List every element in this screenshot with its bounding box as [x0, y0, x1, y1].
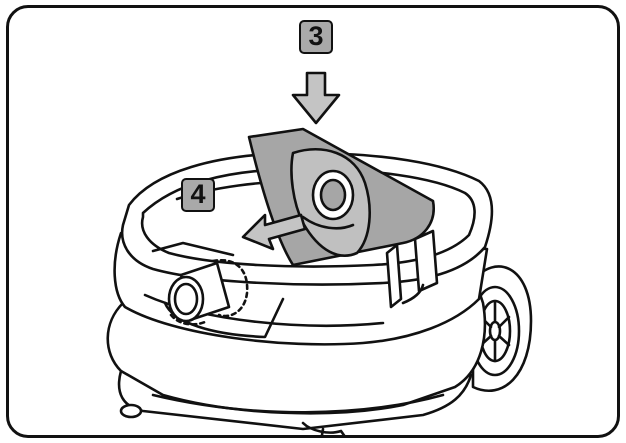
- inlet-socket: [167, 258, 249, 326]
- vacuum-cleaner-drawing: [106, 71, 533, 435]
- side-clips: [385, 229, 439, 309]
- step-4-label: 4: [181, 178, 215, 212]
- step-3-label: 3: [299, 20, 333, 54]
- down-arrow-icon: [291, 71, 341, 125]
- insert-arrow-icon: [241, 213, 307, 251]
- illustration-frame: 3 4: [6, 5, 620, 438]
